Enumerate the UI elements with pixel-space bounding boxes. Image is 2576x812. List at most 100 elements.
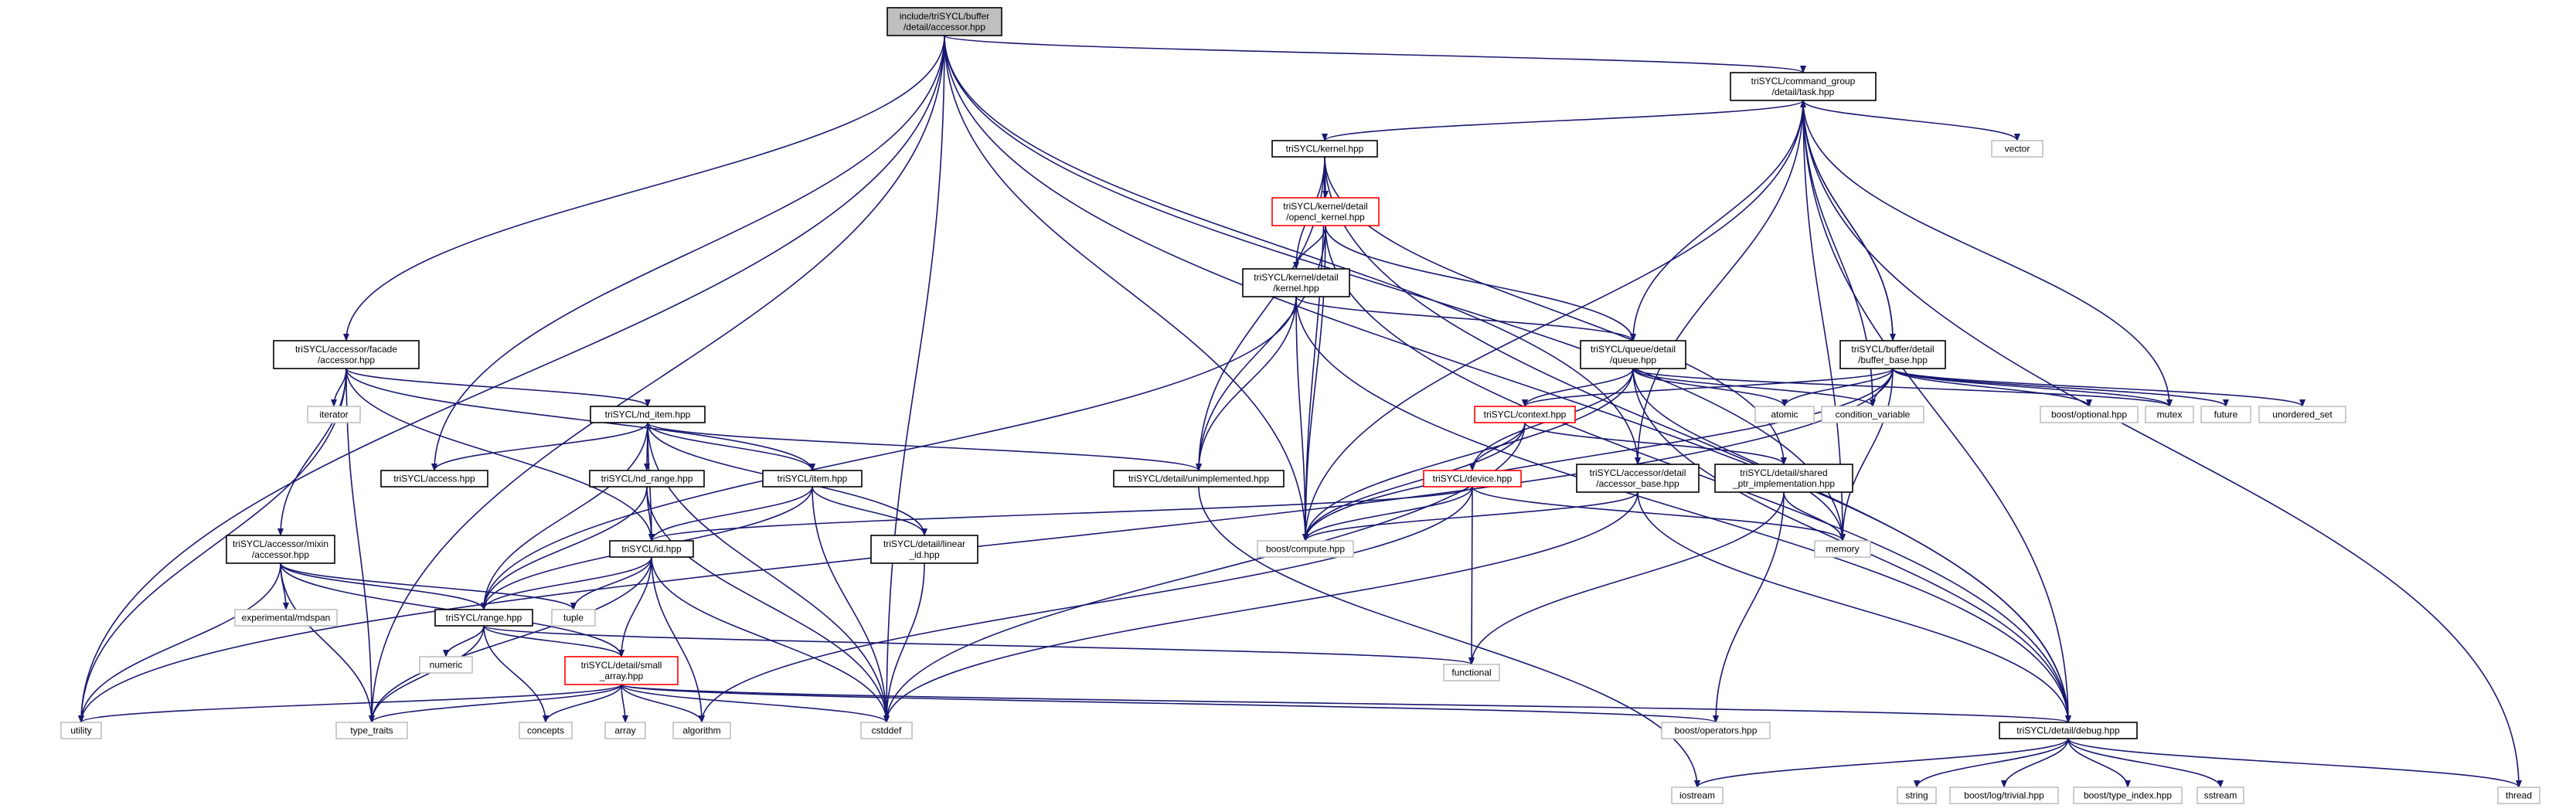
edge-shared_ptr-to-boost_operators xyxy=(1713,491,1785,723)
node-box xyxy=(1661,722,1771,739)
node-box xyxy=(1257,540,1354,558)
edge-device-to-algorithm xyxy=(699,486,1473,723)
node-numeric: numeric xyxy=(419,656,473,674)
node-shared-ptr[interactable]: triSYCL/detail/shared_ptr_implementation… xyxy=(1714,464,1853,493)
edge-opencl_kernel-to-kernel_detail xyxy=(1293,225,1326,270)
node-label: algorithm xyxy=(682,725,720,736)
node-label: future xyxy=(2214,409,2238,420)
node-kernel-detail[interactable]: triSYCL/kernel/detail/kernel.hpp xyxy=(1242,268,1350,297)
node-facade[interactable]: triSYCL/accessor/facade/accessor.hpp xyxy=(273,340,420,369)
node-access[interactable]: triSYCL/access.hpp xyxy=(380,470,488,488)
edge-debug-to-thread xyxy=(2067,738,2522,788)
edge-facade-to-item xyxy=(345,368,815,471)
node-label: triSYCL/buffer/detail xyxy=(1851,344,1934,355)
edge-task-to-mutex xyxy=(1802,100,2173,407)
node-nd-range[interactable]: triSYCL/nd_range.hpp xyxy=(589,470,705,488)
edge-buffer_base-to-future xyxy=(1892,368,2229,407)
node-box xyxy=(307,406,361,423)
node-range[interactable]: triSYCL/range.hpp xyxy=(434,609,533,627)
node-context[interactable]: triSYCL/context.hpp xyxy=(1474,406,1576,423)
node-atomic: atomic xyxy=(1754,406,1815,423)
node-box xyxy=(2073,787,2183,804)
node-label: triSYCL/item.hpp xyxy=(778,474,848,484)
edge-buffer_base-to-atomic xyxy=(1781,368,1894,407)
edge-facade-to-utility xyxy=(78,368,347,723)
node-box xyxy=(1821,406,1924,423)
node-utility: utility xyxy=(60,722,102,739)
node-label: triSYCL/kernel/detail xyxy=(1254,272,1338,283)
edge-debug-to-string xyxy=(1914,738,2069,788)
node-label: vector xyxy=(2005,144,2030,155)
edge-kernel_detail-to-range xyxy=(481,296,1297,610)
edge-root-to-task xyxy=(944,35,1806,73)
node-boost-log: boost/log/trivial.hpp xyxy=(1949,787,2059,804)
node-device[interactable]: triSYCL/device.hpp xyxy=(1423,470,1522,488)
edge-debug-to-sstream xyxy=(2067,738,2224,788)
edge-root-to-cstddef xyxy=(883,35,945,723)
edge-small_array-to-cstddef xyxy=(621,684,890,723)
edge-context-to-boost_compute xyxy=(1302,422,1526,542)
edge-debug-to-iostream xyxy=(1694,738,2069,788)
edge-range-to-numeric xyxy=(443,625,485,657)
edge-root-to-access xyxy=(431,35,945,471)
node-buffer-base[interactable]: triSYCL/buffer/detail/buffer_base.hpp xyxy=(1839,340,1946,369)
edge-kernel_detail-to-queue xyxy=(1295,296,1636,341)
edge-context-to-cstddef xyxy=(883,422,1526,723)
node-box xyxy=(1113,470,1285,488)
edge-root-to-accessor_base xyxy=(944,35,1641,465)
node-label: triSYCL/detail/linear xyxy=(883,539,965,549)
node-box xyxy=(590,406,706,423)
node-box xyxy=(604,722,646,739)
node-mutex: mutex xyxy=(2145,406,2194,423)
edge-device-to-boost_compute xyxy=(1302,486,1473,542)
edge-buffer_base-to-utility xyxy=(78,368,1894,723)
node-queue[interactable]: triSYCL/queue/detail/queue.hpp xyxy=(1580,340,1686,369)
node-box xyxy=(2145,406,2194,423)
node-algorithm: algorithm xyxy=(672,722,731,739)
node-kernel[interactable]: triSYCL/kernel.hpp xyxy=(1271,140,1378,158)
node-box xyxy=(2197,787,2244,804)
edge-root-to-facade xyxy=(343,35,945,341)
node-label: thread xyxy=(2506,790,2532,801)
node-task[interactable]: triSYCL/command_group/detail/task.hpp xyxy=(1730,72,1877,101)
node-condition-variable: condition_variable xyxy=(1821,406,1924,423)
node-small-array[interactable]: triSYCL/detail/small_array.hpp xyxy=(564,656,679,685)
edge-shared_ptr-to-memory xyxy=(1783,491,1846,542)
edge-buffer_base-to-task xyxy=(1800,100,1894,341)
node-boost-operators: boost/operators.hpp xyxy=(1661,722,1771,739)
node-unimplemented[interactable]: triSYCL/detail/unimplemented.hpp xyxy=(1113,470,1285,488)
edge-small_array-to-utility xyxy=(78,684,622,723)
node-item[interactable]: triSYCL/item.hpp xyxy=(762,470,863,488)
node-label: triSYCL/accessor/facade xyxy=(295,344,397,355)
edge-accessor_base-to-boost_compute xyxy=(1302,491,1638,542)
node-id[interactable]: triSYCL/id.hpp xyxy=(609,540,694,558)
edge-nd_item-to-cstddef xyxy=(647,422,890,723)
node-accessor-base[interactable]: triSYCL/accessor/detail/accessor_base.hp… xyxy=(1576,464,1700,493)
edge-id-to-cstddef xyxy=(651,556,890,723)
node-boost-compute: boost/compute.hpp xyxy=(1257,540,1354,558)
edge-kernel_detail-to-debug xyxy=(1295,296,2071,723)
edge-mixin-to-type_traits xyxy=(280,562,375,723)
node-linear-id[interactable]: triSYCL/detail/linear_id.hpp xyxy=(870,535,978,564)
node-root[interactable]: include/triSYCL/buffer/detail/accessor.h… xyxy=(886,7,1002,36)
edge-facade-to-type_traits xyxy=(345,368,375,723)
edge-small_array-to-boost_operators xyxy=(621,684,1719,723)
node-debug[interactable]: triSYCL/detail/debug.hpp xyxy=(1999,722,2138,739)
node-functional: functional xyxy=(1443,664,1500,681)
node-string: string xyxy=(1897,787,1937,804)
node-box xyxy=(1814,540,1871,558)
node-label: /detail/accessor.hpp xyxy=(903,22,985,32)
node-box xyxy=(762,470,863,488)
node-mixin[interactable]: triSYCL/accessor/mixin/accessor.hpp xyxy=(226,535,335,564)
node-box xyxy=(2258,406,2346,423)
edge-debug-to-boost_type_index xyxy=(2067,738,2131,788)
node-label: triSYCL/detail/small xyxy=(581,660,662,671)
node-label: cstddef xyxy=(872,725,902,736)
edge-device-to-memory xyxy=(1472,486,1846,542)
edge-facade-to-id xyxy=(345,368,655,542)
node-label: tuple xyxy=(563,613,584,623)
node-opencl-kernel[interactable]: triSYCL/kernel/detail/opencl_kernel.hpp xyxy=(1271,197,1380,226)
node-nd-item[interactable]: triSYCL/nd_item.hpp xyxy=(590,406,706,423)
node-array: array xyxy=(604,722,646,739)
